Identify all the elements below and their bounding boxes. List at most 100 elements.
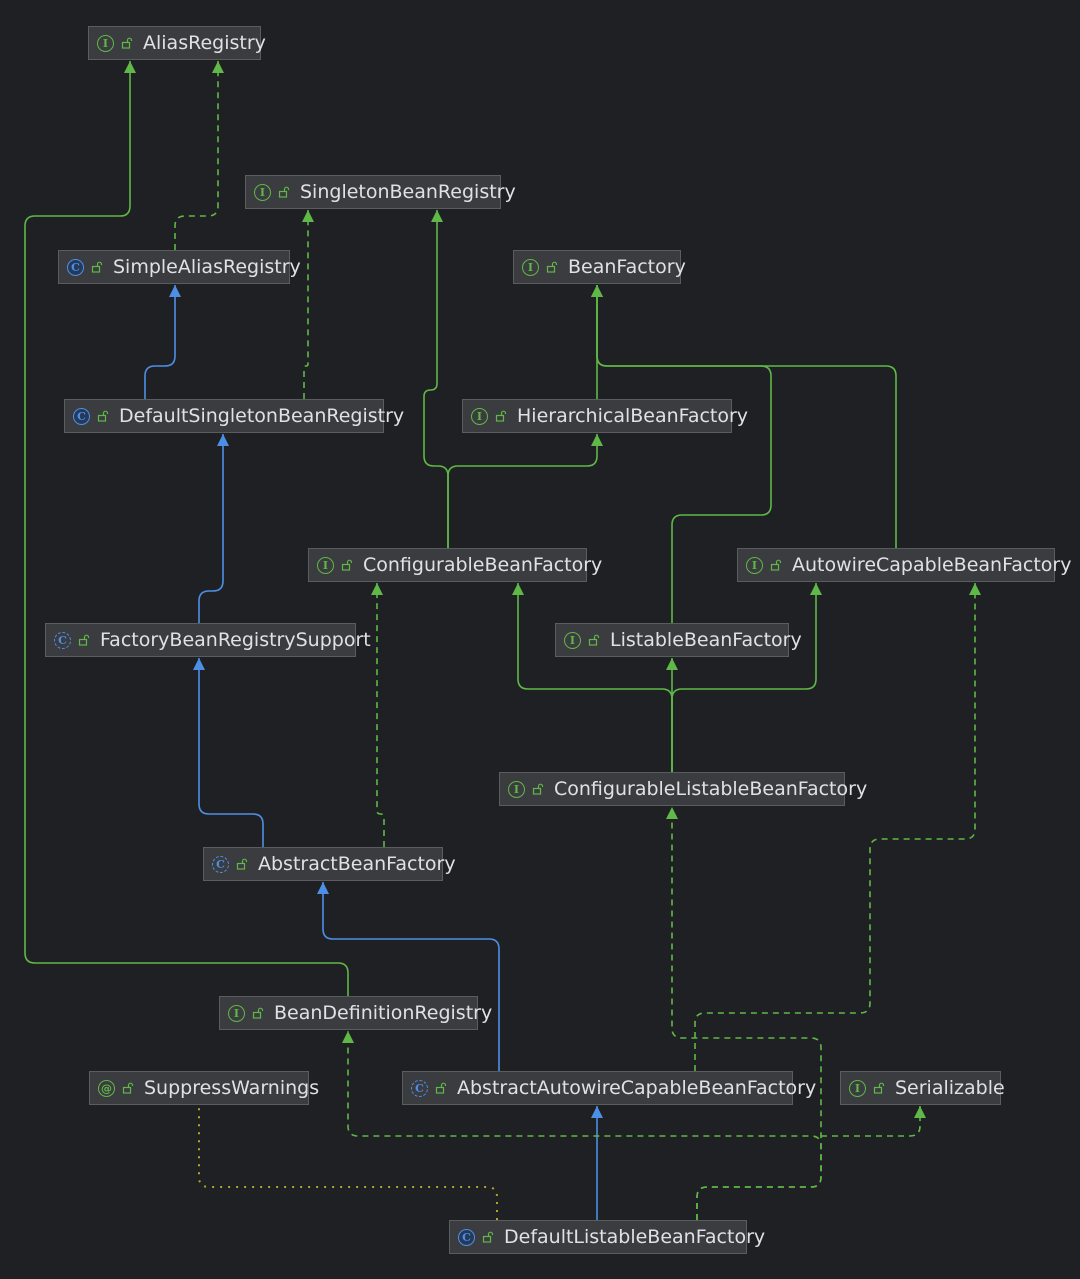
node-label: AbstractAutowireCapableBeanFactory	[457, 1077, 817, 1099]
public-unlock-icon	[114, 37, 143, 49]
edge-interface-extends-conflistable-to-autowirecap	[671, 583, 817, 772]
node-defsingleton[interactable]: C DefaultSingletonBeanRegistry	[64, 399, 404, 433]
interface-badge-icon: I	[97, 34, 114, 52]
interface-badge-icon: I	[317, 556, 334, 574]
node-label: SingletonBeanRegistry	[300, 181, 516, 203]
node-label: BeanFactory	[568, 256, 686, 278]
interface-badge-icon: I	[746, 556, 763, 574]
arrowhead-icon	[193, 658, 205, 670]
edge-extends-abf-to-fbrs	[198, 658, 264, 847]
public-unlock-icon	[866, 1082, 895, 1094]
edge-interface-extends-configurable-to-singleton	[423, 210, 449, 548]
public-unlock-icon	[90, 410, 119, 422]
node-label: ConfigurableListableBeanFactory	[554, 778, 868, 800]
arrowhead-icon	[512, 583, 524, 595]
arrowhead-icon	[591, 1106, 603, 1118]
interface-badge-icon: I	[849, 1079, 866, 1097]
arrowhead-icon	[666, 658, 678, 670]
edge-interface-extends-conflistable-to-configurable	[517, 583, 673, 772]
node-configurable[interactable]: I ConfigurableBeanFactory	[308, 548, 602, 582]
interface-badge-icon: I	[254, 183, 271, 201]
edge-extends-fbrs-to-defsingleton	[198, 434, 224, 623]
edge-implements-dlbf-to-bdr	[347, 1031, 822, 1220]
node-serializable[interactable]: I Serializable	[840, 1071, 1005, 1105]
public-unlock-icon	[334, 559, 363, 571]
edge-implements-defsingleton-to-singleton	[303, 210, 309, 399]
arrowhead-icon	[591, 434, 603, 446]
arrowhead-icon	[591, 285, 603, 297]
node-label: DefaultSingletonBeanRegistry	[119, 405, 405, 427]
class-badge-icon: C	[458, 1228, 475, 1246]
node-label: BeanDefinitionRegistry	[274, 1002, 493, 1024]
edge-interface-extends-configurable-to-hierarchical	[447, 434, 598, 548]
arrowhead-icon	[217, 434, 229, 446]
public-unlock-icon	[84, 261, 113, 273]
public-unlock-icon	[763, 559, 792, 571]
public-unlock-icon	[525, 783, 554, 795]
node-label: SimpleAliasRegistry	[113, 256, 301, 278]
node-label: FactoryBeanRegistrySupport	[100, 629, 371, 651]
node-singleton[interactable]: I SingletonBeanRegistry	[245, 175, 516, 209]
public-unlock-icon	[271, 186, 300, 198]
public-unlock-icon	[245, 1007, 274, 1019]
node-label: Serializable	[895, 1077, 1005, 1099]
public-unlock-icon	[581, 634, 610, 646]
node-alias[interactable]: I AliasRegistry	[88, 26, 266, 60]
node-label: AliasRegistry	[143, 32, 266, 54]
arrowhead-icon	[212, 61, 224, 73]
arrowhead-icon	[666, 807, 678, 819]
arrowhead-icon	[342, 1031, 354, 1043]
arrowhead-icon	[371, 583, 383, 595]
node-suppress[interactable]: @ SuppressWarnings	[89, 1071, 319, 1105]
node-bdr[interactable]: I BeanDefinitionRegistry	[219, 996, 492, 1030]
node-label: HierarchicalBeanFactory	[517, 405, 749, 427]
class-badge-icon: C	[73, 407, 90, 425]
node-autowirecap[interactable]: I AutowireCapableBeanFactory	[737, 548, 1071, 582]
class-badge-icon: C	[67, 258, 84, 276]
arrowhead-icon	[914, 1106, 926, 1118]
public-unlock-icon	[71, 634, 100, 646]
arrowhead-icon	[431, 210, 443, 222]
arrowhead-icon	[969, 583, 981, 595]
public-unlock-icon	[475, 1231, 504, 1243]
edge-extends-defsingleton-to-simplealias	[144, 285, 176, 399]
edge-extends-aacbf-to-abf	[322, 882, 500, 1071]
node-label: ListableBeanFactory	[610, 629, 802, 651]
node-label: AutowireCapableBeanFactory	[792, 554, 1072, 576]
node-abf[interactable]: C AbstractBeanFactory	[203, 847, 456, 881]
edge-annotated-dlbf-to-suppress	[198, 1106, 498, 1220]
node-conflistable[interactable]: I ConfigurableListableBeanFactory	[499, 772, 867, 806]
edge-interface-extends-listable-to-beanfactory	[596, 285, 772, 623]
node-label: AbstractBeanFactory	[258, 853, 456, 875]
interface-badge-icon: I	[522, 258, 539, 276]
abstract-badge-icon: C	[411, 1079, 428, 1097]
edge-interface-extends-bdr-to-alias	[24, 61, 349, 996]
abstract-badge-icon: C	[212, 855, 229, 873]
interface-badge-icon: I	[228, 1004, 245, 1022]
node-label: ConfigurableBeanFactory	[363, 554, 603, 576]
public-unlock-icon	[539, 261, 568, 273]
edge-implements-simplealias-to-alias	[174, 61, 219, 250]
node-label: SuppressWarnings	[144, 1077, 320, 1099]
public-unlock-icon	[488, 410, 517, 422]
arrowhead-icon	[169, 285, 181, 297]
node-simplealias[interactable]: C SimpleAliasRegistry	[58, 250, 301, 284]
interface-badge-icon: I	[508, 780, 525, 798]
node-beanfactory[interactable]: I BeanFactory	[513, 250, 686, 284]
edge-implements-aacbf-to-autowirecap	[694, 583, 976, 1071]
node-aacbf[interactable]: C AbstractAutowireCapableBeanFactory	[402, 1071, 816, 1105]
arrowhead-icon	[317, 882, 329, 894]
edge-implements-abf-to-configurable	[376, 583, 385, 847]
arrowhead-icon	[810, 583, 822, 595]
public-unlock-icon	[229, 858, 258, 870]
public-unlock-icon	[428, 1082, 457, 1094]
annotation-badge-icon: @	[98, 1079, 115, 1097]
arrowhead-icon	[124, 61, 136, 73]
public-unlock-icon	[115, 1082, 144, 1094]
